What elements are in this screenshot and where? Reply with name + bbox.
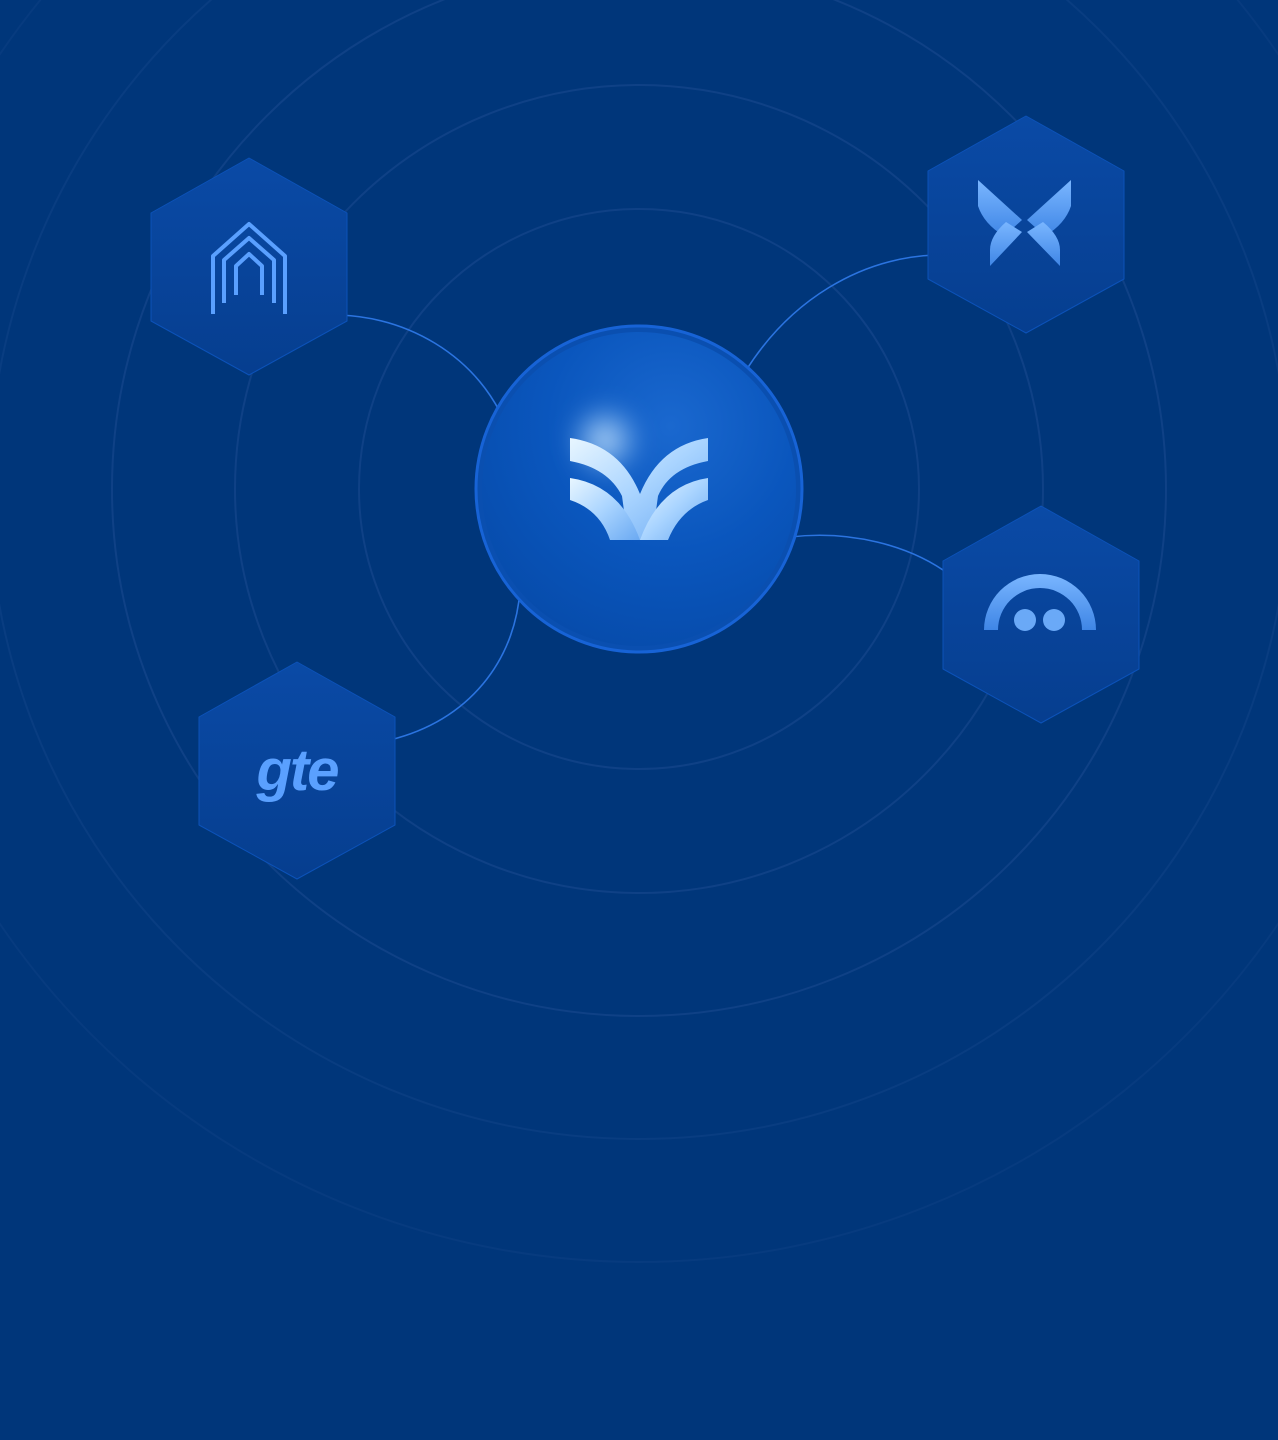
hexagon bbox=[942, 505, 1140, 724]
partner-arch[interactable] bbox=[150, 157, 348, 376]
hexagon bbox=[927, 115, 1125, 334]
connector-gte bbox=[389, 589, 521, 741]
partner-butterfly[interactable] bbox=[927, 115, 1125, 334]
hexagon bbox=[198, 661, 396, 880]
ring bbox=[0, 0, 1278, 1262]
hub-circle bbox=[482, 332, 796, 646]
partner-gte[interactable]: gte bbox=[198, 661, 396, 880]
connector-arch bbox=[339, 314, 501, 413]
arch-logo-icon bbox=[211, 222, 287, 314]
ring bbox=[234, 84, 1044, 894]
hub[interactable] bbox=[474, 324, 804, 654]
background-rings bbox=[0, 0, 1278, 1262]
smile-logo-icon bbox=[984, 574, 1096, 631]
butterfly-logo-icon bbox=[978, 180, 1071, 266]
hexagon bbox=[150, 157, 348, 376]
ring bbox=[358, 208, 920, 770]
brand-logo-icon bbox=[570, 438, 708, 540]
connector-butterfly bbox=[744, 254, 936, 373]
partner-smile[interactable] bbox=[942, 505, 1140, 724]
connector-smile bbox=[789, 534, 951, 576]
ring bbox=[111, 0, 1167, 1017]
gte-logo-icon: gte bbox=[256, 738, 339, 803]
ring bbox=[0, 0, 1278, 1139]
connectors bbox=[339, 254, 951, 741]
